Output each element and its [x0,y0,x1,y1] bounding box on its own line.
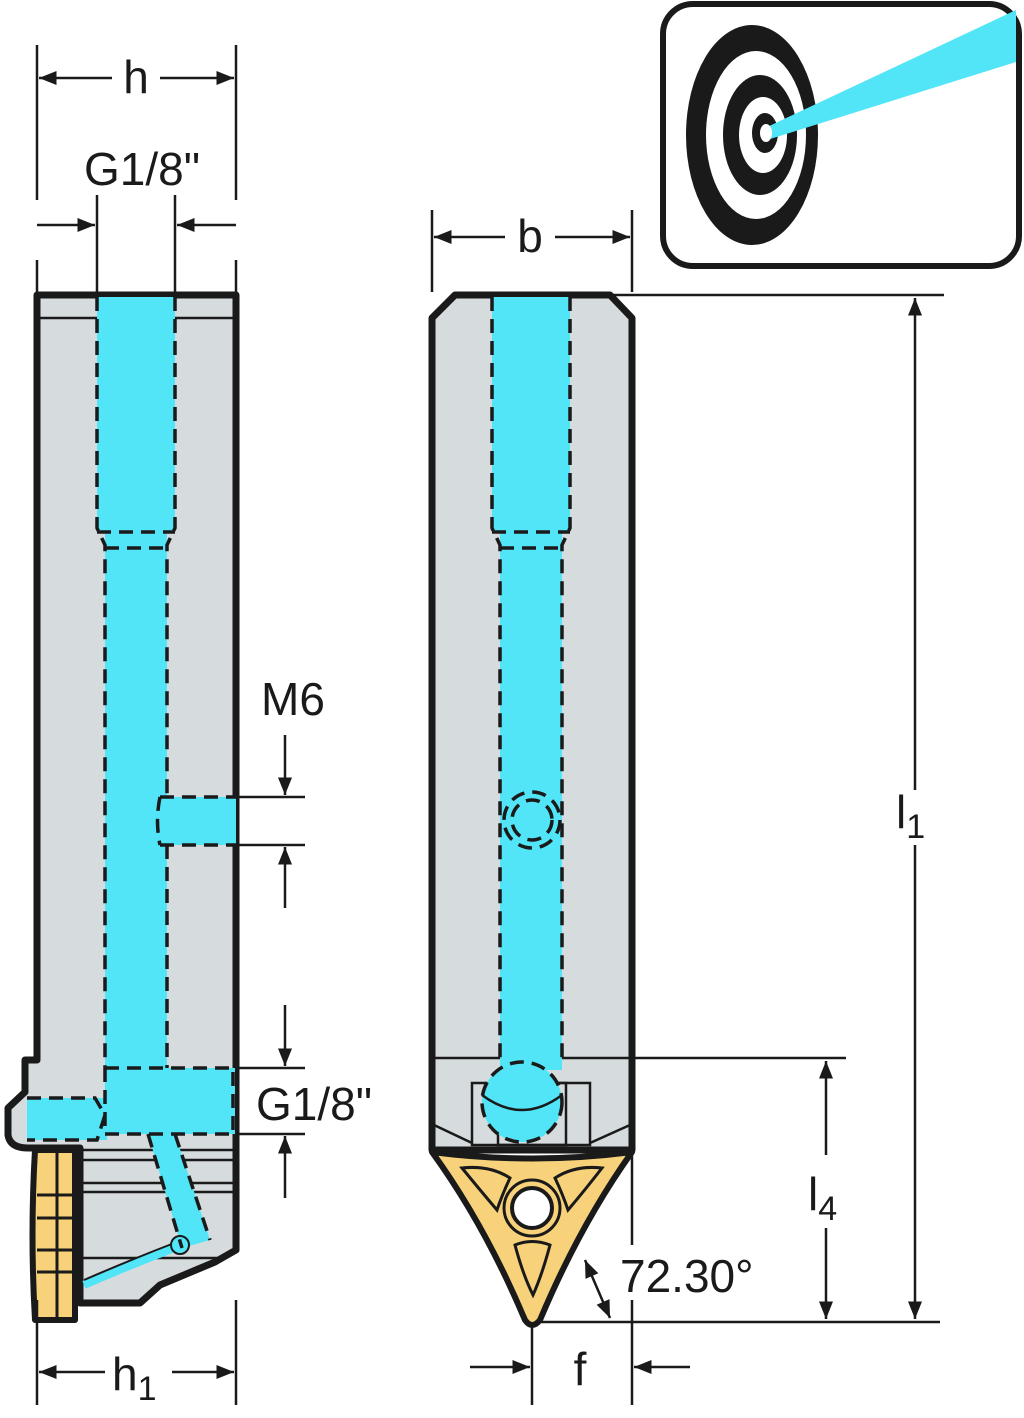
dim-label-b: b [517,210,543,262]
side-view [4,291,240,1323]
dimensions-front: b l1 l4 72.30° f [430,210,944,1405]
target-coolant-icon [660,1,1022,269]
coolant-channel-front [480,297,572,1144]
dim-label-g18-top: G1/8" [84,143,200,195]
dim-label-angle: 72.30° [620,1250,754,1302]
dim-label-g18-side: G1/8" [256,1078,372,1130]
cutting-insert-front [429,1149,635,1328]
dim-label-l4: l4 [808,1168,837,1228]
dim-label-m6: M6 [261,673,325,725]
dim-label-l1: l1 [896,786,925,846]
cutting-insert-side [29,1147,78,1323]
dim-label-h1: h1 [112,1348,157,1408]
dim-label-f: f [574,1343,587,1395]
dim-label-h: h [123,51,149,103]
dimensions-side: h G1/8" M6 G1/8" h1 [35,45,372,1408]
coolant-channel-side [27,297,236,1289]
front-view [428,291,636,1328]
